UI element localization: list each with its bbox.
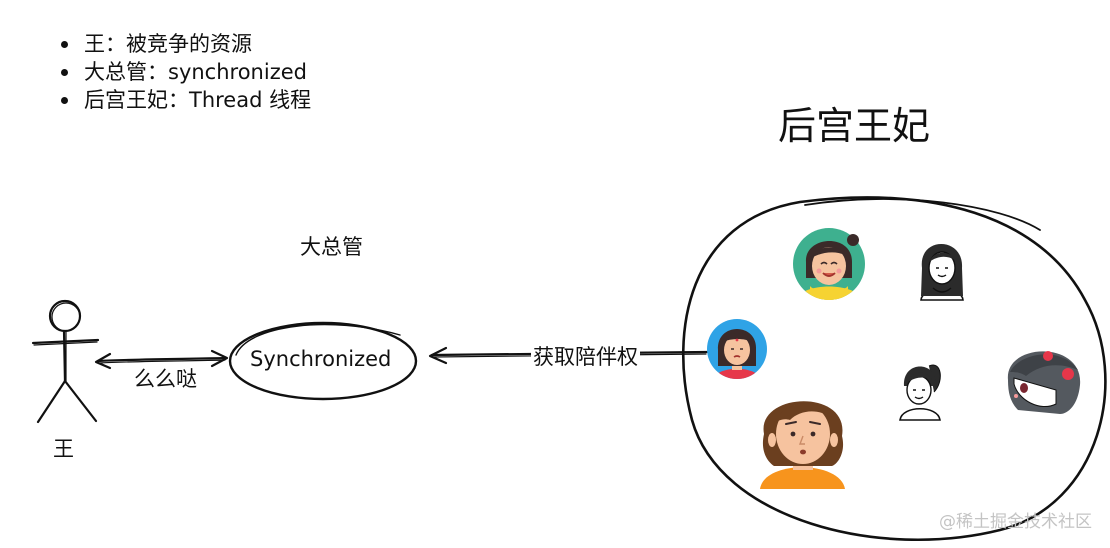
girl-outline-avatar-icon (920, 244, 964, 301)
watermark: @稀土掘金技术社区 (939, 512, 1092, 532)
woman-large-avatar-icon (760, 401, 845, 489)
legend-item-synchronized: 大总管：synchronized (58, 58, 311, 86)
legend-item-thread: 后宫王妃：Thread 线程 (58, 86, 311, 114)
legend-item-resource: 王：被竞争的资源 (58, 30, 311, 58)
girl-blue-avatar-icon (707, 319, 767, 379)
harem-circle (681, 196, 1107, 541)
girl-teal-avatar-icon (793, 228, 865, 300)
call-label: 么么哒 (134, 367, 197, 391)
girl-ponytail-avatar-icon (899, 364, 941, 421)
call-arrow (94, 349, 229, 370)
harem-title: 后宫王妃 (778, 104, 931, 148)
synchronized-ellipse (228, 321, 418, 401)
legend-list: 王：被竞争的资源 大总管：synchronized 后宫王妃：Thread 线程 (58, 30, 311, 114)
stick-figure-icon (31, 299, 100, 424)
king-label: 王 (53, 437, 74, 461)
manager-title: 大总管 (300, 235, 363, 259)
synchronized-label: Synchronized (250, 347, 392, 371)
accompany-label: 获取陪伴权 (531, 341, 640, 371)
anime-girl-avatar-icon (1007, 351, 1081, 414)
